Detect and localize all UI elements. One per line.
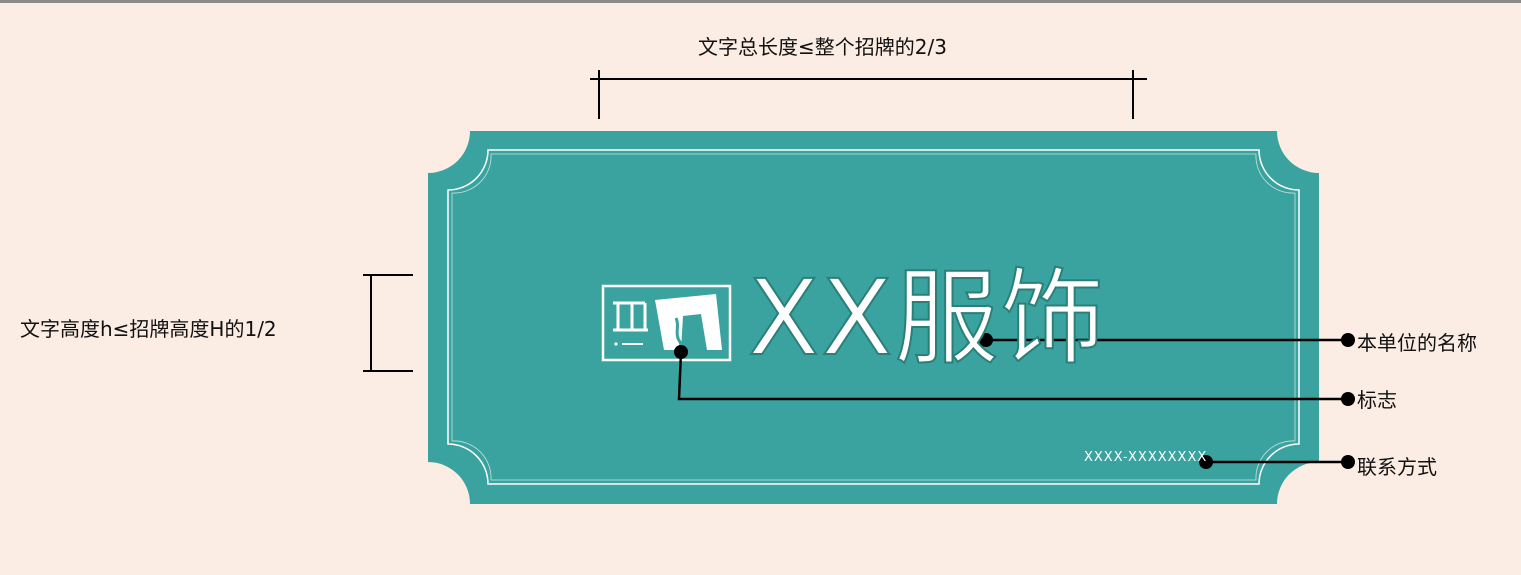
logo-callout-label: 标志 [1357, 388, 1397, 412]
logo-leader-line [674, 345, 1355, 406]
contact-leader-line [1199, 455, 1355, 469]
name-leader-line [979, 333, 1355, 347]
contact-text: XXXX-XXXXXXXX [1084, 450, 1208, 465]
shop-name-text: XX服饰 [747, 257, 1107, 379]
height-dimension-bracket [363, 274, 413, 372]
logo-icon [601, 284, 732, 362]
top-border-line [0, 0, 1521, 3]
signboard [428, 131, 1319, 504]
height-rule-label: 文字高度h≤招牌高度H的1/2 [20, 317, 277, 341]
contact-callout-label: 联系方式 [1357, 455, 1437, 479]
width-dimension-bracket [590, 70, 1147, 119]
signboard-inner-frame [447, 149, 1300, 485]
width-rule-label: 文字总长度≤整个招牌的2/3 [698, 35, 947, 59]
signboard-inner-frame-2 [451, 153, 1296, 481]
name-callout-label: 本单位的名称 [1357, 331, 1477, 355]
